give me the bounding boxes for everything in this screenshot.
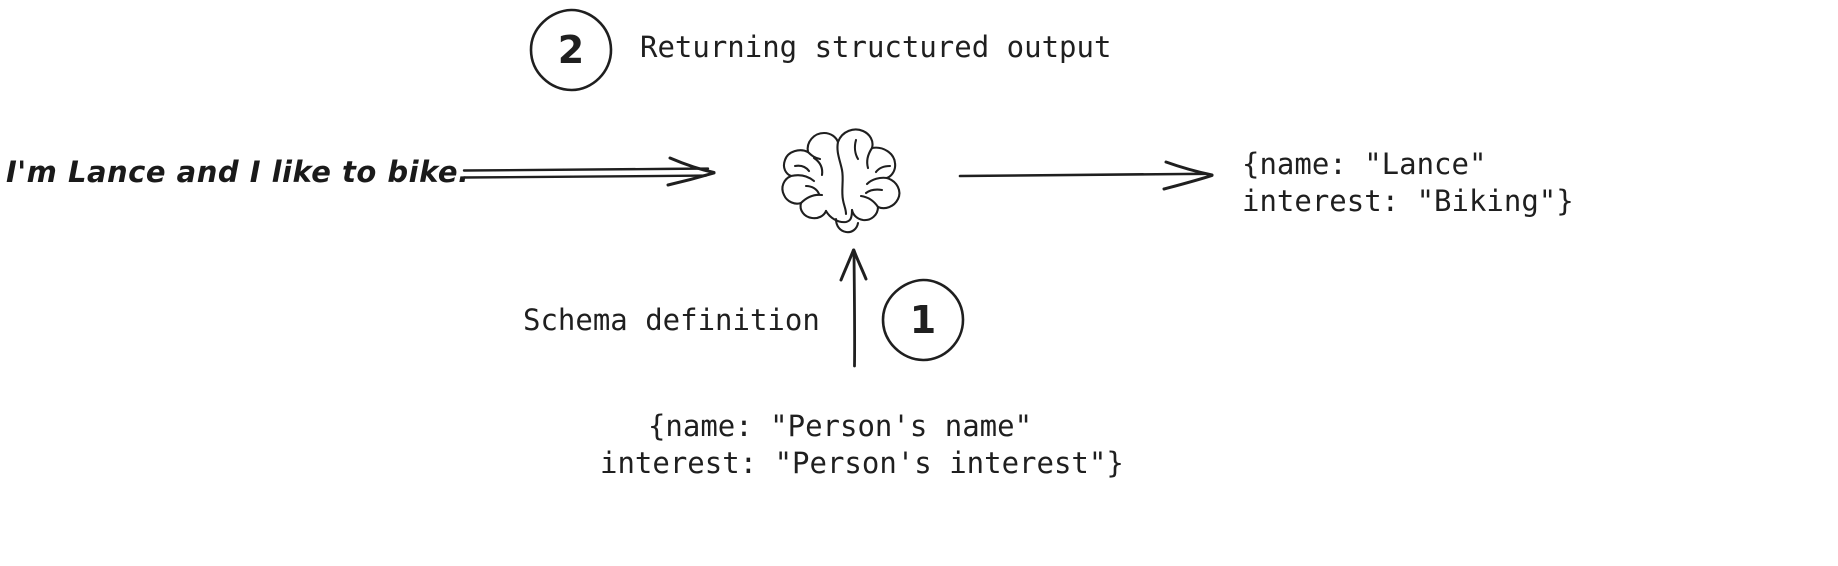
input-text: I'm Lance and I like to bike. bbox=[6, 155, 470, 189]
step-2-circle bbox=[527, 6, 615, 94]
output-json-line-2: interest: "Biking"} bbox=[1242, 184, 1574, 219]
step-badge-1: 1 bbox=[879, 276, 967, 364]
schema-json-line-1: {name: "Person's name" bbox=[647, 409, 1033, 443]
schema-to-model-arrow bbox=[832, 248, 878, 370]
output-json-block: {name: "Lance" interest: "Biking"} bbox=[1242, 146, 1574, 220]
input-to-model-arrow bbox=[462, 152, 732, 198]
step-badge-2: 2 bbox=[527, 6, 615, 94]
step-2-number: 2 bbox=[557, 28, 585, 72]
schema-json-block: {name: "Person's name" interest: "Person… bbox=[600, 408, 1124, 482]
model-to-output-arrow bbox=[958, 156, 1220, 200]
brain-icon bbox=[762, 118, 930, 238]
step-1-circle bbox=[879, 276, 967, 364]
step-1-number: 1 bbox=[909, 298, 937, 342]
step-2-label: Returning structured output bbox=[640, 30, 1112, 64]
output-json-line-1: {name: "Lance" bbox=[1242, 147, 1487, 181]
schema-definition-label: Schema definition bbox=[523, 303, 820, 337]
schema-json-line-2: interest: "Person's interest"} bbox=[600, 446, 1124, 481]
